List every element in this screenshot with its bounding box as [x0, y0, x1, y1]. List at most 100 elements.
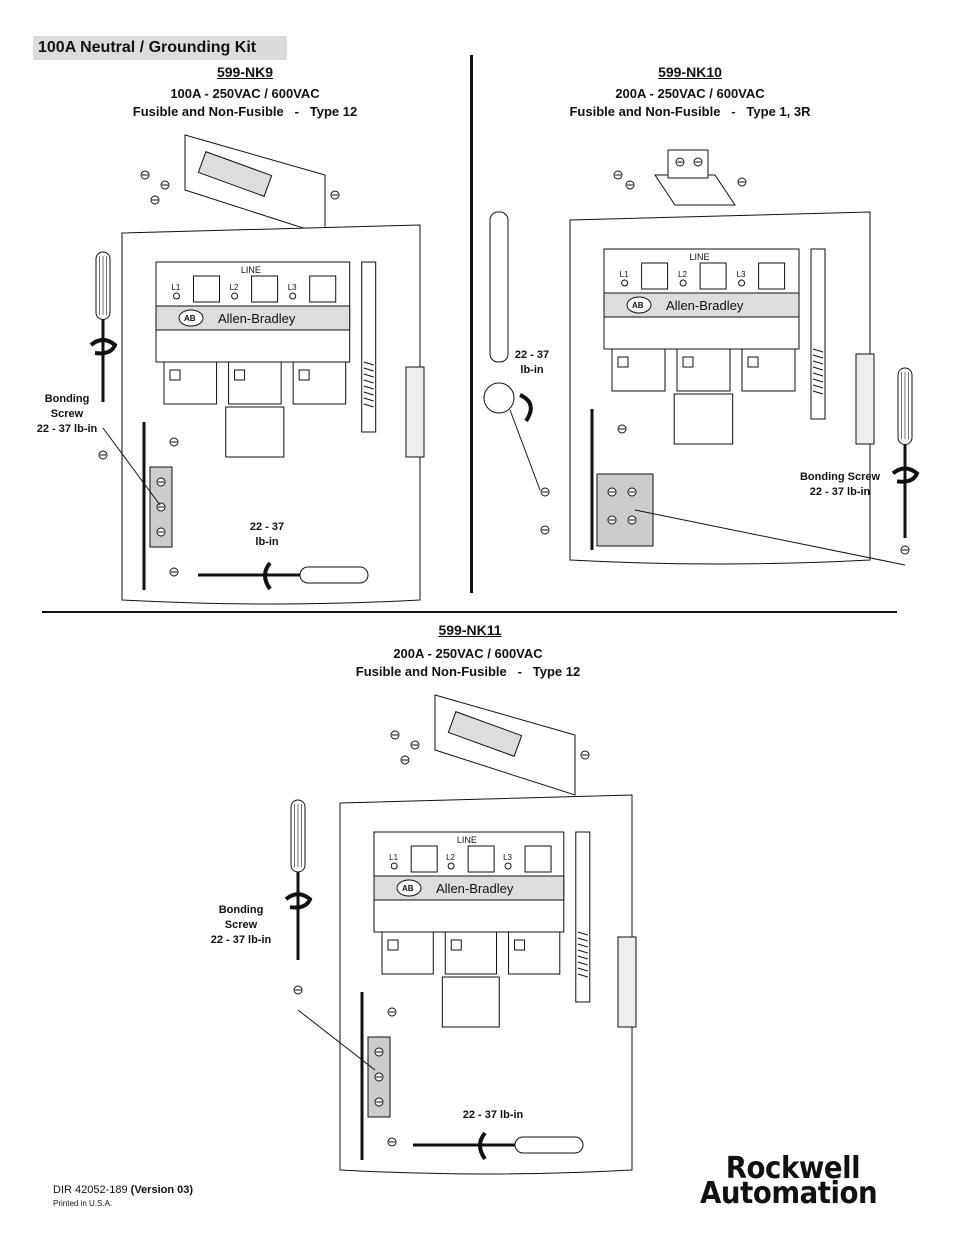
terminal-screw	[682, 356, 694, 368]
doc-number: DIR 42052-189	[53, 1184, 128, 1196]
spring-coil	[577, 937, 588, 942]
phase-indicator	[289, 292, 297, 300]
mounting-bracket	[654, 174, 736, 206]
kit-rating-nk10: 200A - 250VAC / 600VAC	[615, 86, 765, 101]
bonding-label-line: Screw	[50, 408, 84, 420]
terminal-screw	[234, 369, 246, 381]
load-terminal	[508, 931, 561, 975]
spring-coil	[363, 397, 374, 402]
kit-parts-nk11	[390, 694, 590, 796]
phase-indicator	[390, 862, 398, 870]
screwdriver-handle	[299, 566, 369, 584]
kit-parts-nk10	[613, 149, 747, 206]
bonding-label-line: 22 - 37 lb-in	[809, 486, 871, 498]
door-hinge	[405, 366, 425, 458]
spring-coil	[812, 384, 824, 389]
line-terminal	[641, 262, 669, 290]
line-label: LINE	[690, 252, 710, 262]
spring-coil	[363, 391, 374, 396]
spring-coil	[577, 967, 588, 972]
horizontal-divider	[42, 611, 897, 613]
terminal-screw	[747, 356, 759, 368]
torque-label-nk10: 22 - 37 lb-in	[502, 348, 562, 378]
printed-in: Printed in U.S.A.	[53, 1199, 113, 1208]
operating-mechanism	[810, 248, 826, 420]
phase-indicator	[679, 279, 687, 287]
torque-label-line: lb-in	[255, 536, 279, 548]
line-terminal	[192, 275, 220, 303]
terminal-screw	[450, 939, 462, 951]
phase-indicator	[231, 292, 239, 300]
operating-mechanism	[575, 831, 591, 1003]
neutral-lug-block	[197, 151, 273, 197]
kit-model-nk10: 599-NK10	[658, 64, 722, 80]
spring-coil	[812, 390, 824, 395]
spring-coil	[363, 379, 374, 384]
spring-coil	[812, 378, 824, 383]
line-terminal	[410, 845, 438, 873]
spring-coil	[363, 367, 374, 372]
line-terminal	[524, 845, 552, 873]
spring-coil	[577, 943, 588, 948]
ab-badge-text: AB	[402, 884, 414, 893]
rockwell-automation-logo: Rockwell Automation	[700, 1154, 878, 1209]
load-terminal	[676, 348, 731, 392]
ratchet-wrench	[483, 211, 533, 423]
terminal-screw	[514, 939, 526, 951]
spring-coil	[812, 372, 824, 377]
leader-line	[634, 509, 906, 566]
phase-label-3: L3	[288, 283, 297, 292]
phase-indicator	[172, 292, 180, 300]
spring-coil	[577, 949, 588, 954]
brand-label: Allen-Bradley	[666, 298, 744, 313]
phase-label-2: L2	[678, 270, 687, 279]
screwdriver-handle	[514, 1136, 584, 1154]
ab-badge-text: AB	[184, 314, 196, 323]
fuse-block	[673, 393, 734, 445]
leader-line	[102, 427, 161, 506]
phase-label-3: L3	[503, 853, 512, 862]
bonding-label-line: 22 - 37 lb-in	[36, 423, 98, 435]
kit-model-nk11: 599-NK11	[438, 622, 502, 638]
line-terminal	[758, 262, 786, 290]
phase-label-3: L3	[737, 270, 746, 279]
line-terminal	[699, 262, 727, 290]
torque-label-line: 22 - 37	[249, 521, 285, 533]
spring-coil	[812, 360, 824, 365]
kit-rating-nk9: 100A - 250VAC / 600VAC	[170, 86, 320, 101]
torque-label-line: 22 - 37	[514, 349, 550, 361]
line-label: LINE	[457, 835, 477, 845]
door-hinge	[617, 936, 637, 1028]
leader-line	[297, 1009, 376, 1071]
load-terminal	[292, 361, 347, 405]
phase-indicator	[621, 279, 629, 287]
neutral-ground-bar	[596, 473, 654, 547]
rotation-arrow-icon	[891, 466, 920, 484]
torque-label-line: lb-in	[520, 364, 544, 376]
ratchet-handle	[489, 211, 509, 363]
bonding-label-nk9: Bonding Screw 22 - 37 lb-in	[28, 392, 106, 437]
bonding-label-nk10: Bonding Screw 22 - 37 lb-in	[790, 470, 890, 500]
ab-badge	[626, 296, 652, 314]
load-terminal	[741, 348, 796, 392]
operating-mechanism	[361, 261, 377, 433]
ab-badge	[178, 309, 204, 327]
rotation-arrow-icon	[478, 1131, 487, 1161]
phase-indicator	[504, 862, 512, 870]
phase-label-1: L1	[620, 270, 629, 279]
line-label: LINE	[241, 265, 261, 275]
kit-model-nk9: 599-NK9	[216, 64, 274, 80]
spring-coil	[363, 385, 374, 390]
spring-coil	[812, 354, 824, 359]
rotation-arrow-icon	[263, 561, 272, 591]
document-number: DIR 42052-189 (Version 03)	[53, 1184, 193, 1196]
brand-label: Allen-Bradley	[436, 881, 514, 896]
line-terminal	[309, 275, 337, 303]
load-terminal	[611, 348, 666, 392]
phase-label-1: L1	[389, 853, 398, 862]
phase-label-2: L2	[230, 283, 239, 292]
rotation-arrow-icon	[519, 393, 533, 423]
